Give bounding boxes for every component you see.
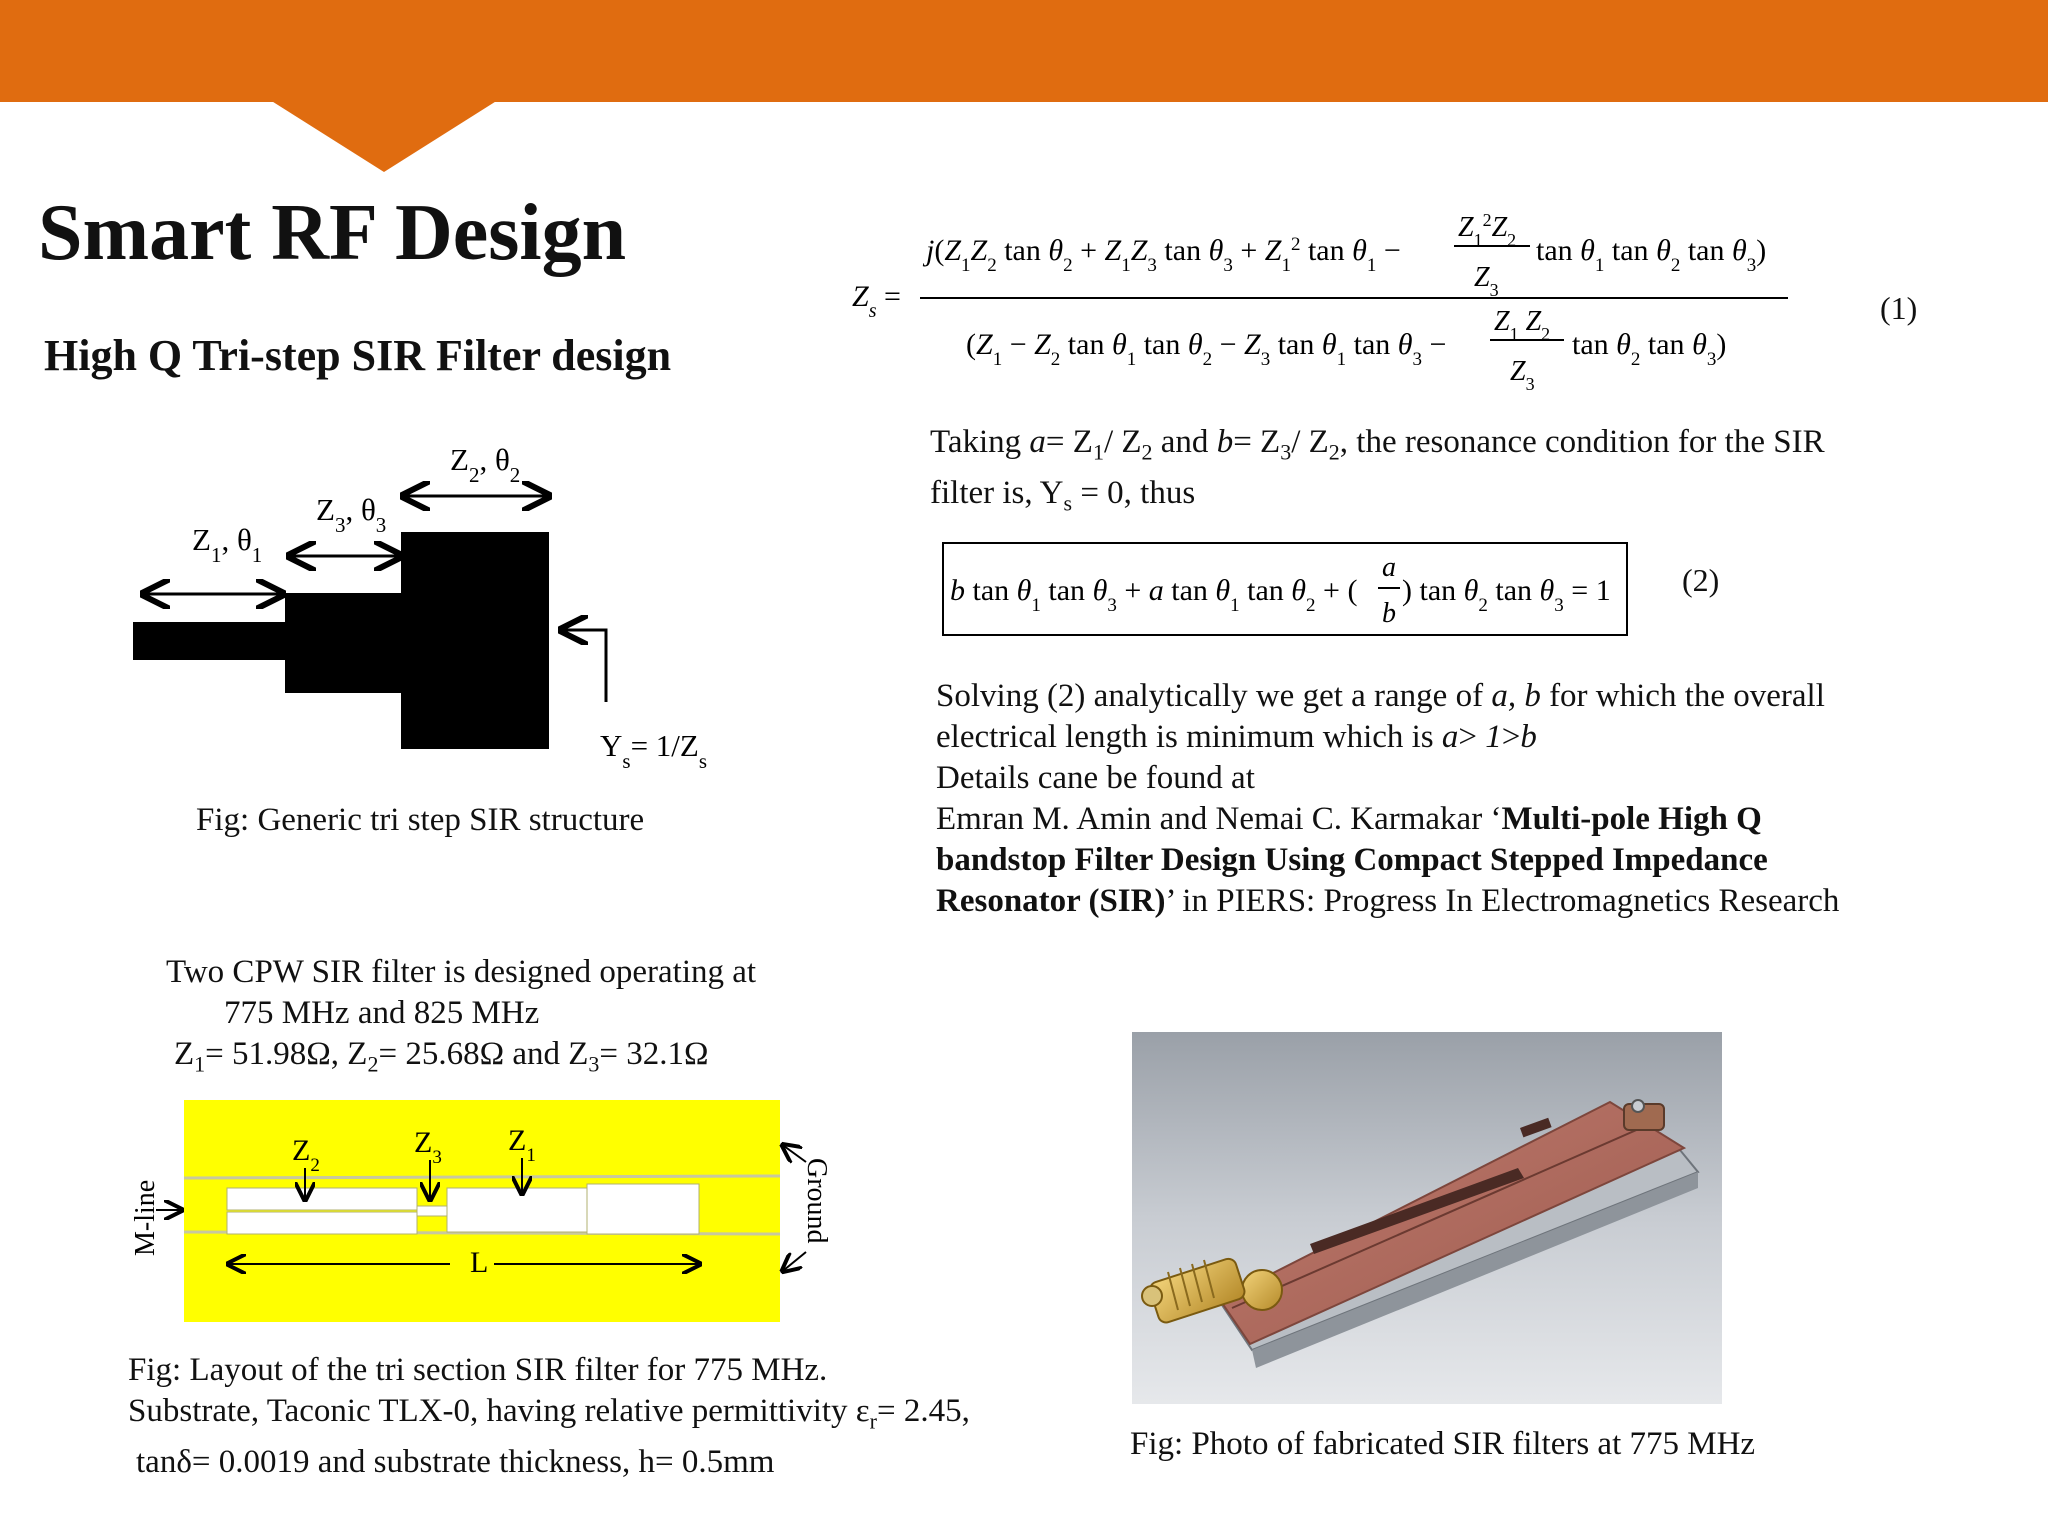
pcb-copper-top <box>1218 1100 1687 1346</box>
label-ys: Ys= 1/Zs <box>600 728 707 773</box>
layout-caption-line-3: tanδ= 0.0019 and substrate thickness, h=… <box>136 1443 775 1480</box>
slot-z2 <box>226 1187 418 1211</box>
banner-notch <box>270 100 498 172</box>
page-subtitle: High Q Tri-step SIR Filter design <box>44 331 672 380</box>
eq1-den-frac-top: Z1 Z2 <box>1494 306 1550 344</box>
equation-2: b tan θ1 tan θ3 + a tan θ1 tan θ2 + ( a … <box>950 552 1611 629</box>
label-mline: M-line <box>130 1180 161 1256</box>
eq1-denominator: (Z1 − Z2 tan θ1 tan θ2 − Z3 tan θ1 tan θ… <box>966 328 1446 370</box>
solving-line-2: electrical length is minimum which is a>… <box>936 719 1537 755</box>
page-title: Smart RF Design <box>38 189 627 277</box>
eq1-den-frac-bottom: Z3 <box>1510 356 1535 394</box>
equation-1-number: (1) <box>1880 290 1918 326</box>
photo-caption: Fig: Photo of fabricated SIR filters at … <box>1130 1426 1756 1462</box>
slot-z1 <box>586 1183 700 1235</box>
eq1-num-frac-bottom: Z3 <box>1474 262 1499 300</box>
cpw-layout-diagram: Z2 Z3 Z1 L M-line Ground <box>130 1100 832 1322</box>
label-z2-theta2: Z2, θ2 <box>450 442 520 487</box>
sir-section-z1 <box>133 622 291 660</box>
solving-line-6: Resonator (SIR)’ in PIERS: Progress In E… <box>936 881 1839 922</box>
reference-journal: ’ in PIERS: Progress In Electromagnetics… <box>1165 883 1840 919</box>
equation-2-number: (2) <box>1682 562 1720 598</box>
solving-line-1: Solving (2) analytically we get a range … <box>936 678 1825 714</box>
equation-2-box: b tan θ1 tan θ3 + a tan θ1 tan θ2 + ( a … <box>942 542 1628 636</box>
reference-title-part-3: Resonator (SIR) <box>936 883 1166 919</box>
layout-caption-line-2: Substrate, Taconic TLX-0, having relativ… <box>128 1393 970 1434</box>
solving-paragraph: Solving (2) analytically we get a range … <box>936 676 1839 922</box>
cpw-line-1: Two CPW SIR filter is designed operating… <box>166 954 757 990</box>
reference-title-part-2: bandstop Filter Design Using Compact Ste… <box>936 842 1768 878</box>
cpw-line-2: 775 MHz and 825 MHz <box>224 995 540 1031</box>
label-length: L <box>470 1246 488 1279</box>
label-z3-theta3: Z3, θ3 <box>316 492 386 537</box>
reference-title-part-1: Multi-pole High Q <box>1501 801 1762 837</box>
header-banner <box>0 0 2048 102</box>
eq1-denominator-tail: tan θ2 tan θ3) <box>1572 328 1726 370</box>
eq2-part-2: ) tan θ2 tan θ3 = 1 <box>1402 574 1611 616</box>
eq2-frac-top: a <box>1382 552 1396 583</box>
solving-line-3: Details cane be found at <box>936 760 1255 796</box>
resonance-paragraph: Taking a= Z1/ Z2 and b= Z3/ Z2, the reso… <box>930 422 1825 523</box>
structure-caption: Fig: Generic tri step SIR structure <box>196 802 645 838</box>
label-ground: Ground <box>801 1158 832 1244</box>
layout-caption: Fig: Layout of the tri section SIR filte… <box>128 1350 970 1483</box>
eq2-frac-bottom: b <box>1382 598 1396 629</box>
layout-caption-line-1: Fig: Layout of the tri section SIR filte… <box>128 1352 828 1388</box>
cpw-paragraph: Two CPW SIR filter is designed operating… <box>166 952 756 1085</box>
eq2-part-1: b tan θ1 tan θ3 + a tan θ1 tan θ2 + ( <box>950 574 1357 616</box>
sir-structure-diagram: Z1, θ1 Z3, θ3 Z2, θ2 Ys= 1/Zs <box>133 442 707 773</box>
eq1-lhs: Zs = <box>852 280 901 322</box>
resonance-line-1: Taking a= Z1/ Z2 and b= Z3/ Z2, the reso… <box>930 424 1825 465</box>
reference-authors: Emran M. Amin and Nemai C. Karmakar ‘ <box>936 801 1502 837</box>
equation-1: Zs = j(Z1Z2 tan θ2 + Z1Z3 tan θ3 + Z12 t… <box>852 210 1788 394</box>
slot-z3 <box>446 1187 590 1233</box>
resonance-line-2: filter is, Ys = 0, thus <box>930 474 1196 516</box>
ys-arrow <box>564 630 608 702</box>
sma-connector-icon <box>1241 1269 1283 1311</box>
eq1-num-frac-top: Z12Z2 <box>1458 210 1516 250</box>
solving-line-4: Emran M. Amin and Nemai C. Karmakar ‘Mul… <box>936 799 1839 840</box>
eq1-numerator-tail: tan θ1 tan θ2 tan θ3) <box>1536 234 1766 276</box>
sir-section-z2 <box>401 532 549 749</box>
sir-section-z3 <box>285 593 405 693</box>
eq1-numerator: j(Z1Z2 tan θ2 + Z1Z3 tan θ3 + Z12 tan θ1… <box>922 234 1401 276</box>
cpw-line-3: Z1= 51.98Ω, Z2= 25.68Ω and Z3= 32.1Ω <box>174 1036 709 1077</box>
pcb-resonator-slot <box>1310 1168 1524 1254</box>
fabricated-filter-photo <box>1132 1032 1722 1404</box>
label-z1-theta1: Z1, θ1 <box>192 522 262 567</box>
solving-line-5: bandstop Filter Design Using Compact Ste… <box>936 840 1839 881</box>
